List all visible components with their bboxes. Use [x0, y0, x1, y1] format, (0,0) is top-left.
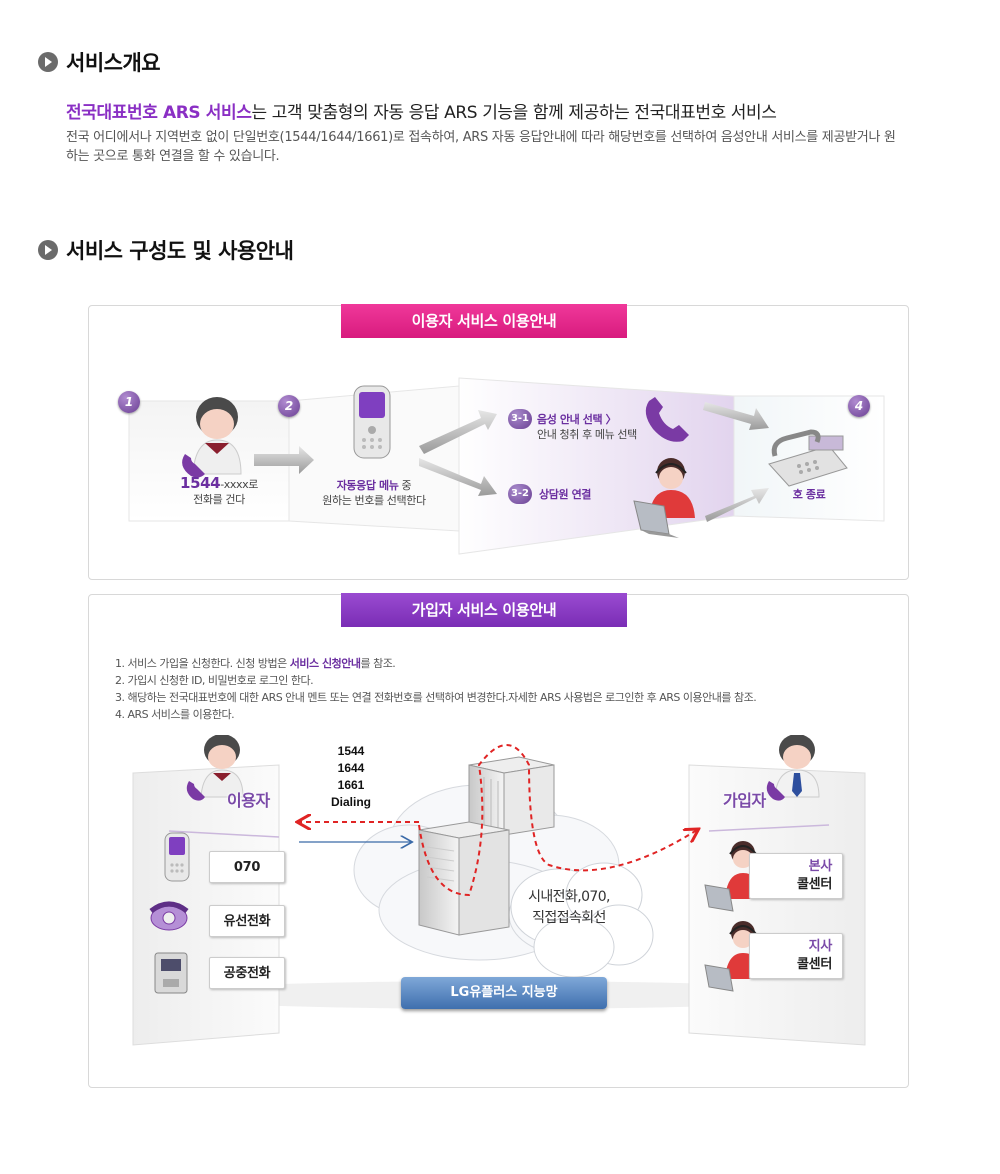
mobile-phone-icon: [353, 385, 391, 459]
subscriber-service-tab: 가입자 서비스 이용안내: [341, 593, 627, 627]
step32-title: 상담원 연결: [539, 488, 592, 501]
step-item-3: 3. 해당하는 전국대표번호에 대한 ARS 안내 멘트 또는 연결 전화번호를…: [115, 691, 757, 704]
lead-rest: 는 고객 맞춤형의 자동 응답 ARS 기능을 함께 제공하는 전국대표번호 서…: [251, 103, 777, 123]
step4-text: 호 종료: [792, 488, 826, 501]
chevron-right-icon: [38, 240, 58, 260]
network-bar: LG유플러스 지능망: [401, 977, 607, 1009]
payphone-icon: [154, 952, 188, 994]
service-apply-link[interactable]: 서비스 신청안내: [289, 657, 361, 670]
device-payphone-label: 공중전화: [209, 957, 285, 989]
device-landline-label: 유선전화: [209, 905, 285, 937]
subscriber-service-panel: 가입자 서비스 이용안내 1. 서비스 가입을 신청한다. 신청 방법은 서비스…: [88, 593, 909, 1088]
step1-pre: 1. 서비스 가입을 신청한다. 신청 방법은: [115, 657, 290, 670]
line-cloud: [510, 862, 654, 978]
user-label: 이용자: [227, 791, 270, 810]
step-badge-1: 1: [118, 391, 140, 413]
line-cloud-line1: 시내전화,070,: [528, 889, 610, 905]
call-agent-icon: [633, 458, 695, 538]
section-overview-heading: 서비스개요: [38, 47, 161, 77]
step1-post: 를 참조.: [360, 657, 396, 670]
subscriber-person-icon: [766, 735, 820, 801]
subscriber-network-diagram: [132, 735, 866, 1046]
user-service-tab: 이용자 서비스 이용안내: [341, 304, 627, 338]
chevron-right-icon: [38, 52, 58, 72]
user-flow-diagram: [128, 377, 885, 555]
step31-action: 안내 청취 후 메뉴 선택: [537, 428, 637, 441]
user-service-panel: 이용자 서비스 이용안내: [88, 304, 909, 580]
step-badge-4: 4: [848, 395, 870, 417]
dial-caption: Dialing: [330, 795, 371, 809]
dial-number-1544: 1544: [337, 744, 365, 758]
dial-number-1644: 1644: [337, 761, 365, 775]
overview-description: 전국 어디에서나 지역번호 없이 단일번호(1544/1644/1661)로 접…: [66, 130, 896, 164]
line-cloud-line2: 직접접속회선: [532, 910, 606, 926]
step-badge-3-1: 3-1: [508, 409, 532, 429]
subscriber-label: 가입자: [723, 791, 766, 810]
step1-suffix: -xxxx로: [220, 478, 258, 491]
handset-icon: [645, 397, 689, 442]
lead-text: 전국대표번호 ARS 서비스는 고객 맞춤형의 자동 응답 ARS 기능을 함께…: [66, 98, 777, 123]
section-diagram-heading: 서비스 구성도 및 사용안내: [38, 235, 294, 265]
step1-action: 전화를 건다: [193, 493, 245, 506]
step-item-2: 2. 가입시 신청한 ID, 비밀번호로 로그인 한다.: [115, 674, 314, 687]
step2-action: 원하는 번호를 선택한다: [322, 494, 426, 507]
arrow-2-32: [419, 458, 497, 496]
plane-step3: [458, 377, 735, 555]
step-badge-3-2: 3-2: [508, 484, 532, 504]
step2-bold: 자동응답 메뉴: [336, 479, 399, 492]
device-070-label: 070: [209, 851, 285, 883]
hq-label-line1: 본사: [808, 859, 833, 874]
lead-highlight: 전국대표번호 ARS 서비스: [66, 103, 252, 123]
step1-text: 1544-xxxx로 전화를 건다: [139, 476, 299, 507]
caller-person-icon: [182, 397, 242, 478]
step31-text: 음성 안내 선택 〉 안내 청취 후 메뉴 선택: [537, 412, 637, 442]
section-title: 서비스개요: [66, 51, 161, 75]
step1-number: 1544: [180, 474, 221, 492]
subscriber-steps-list: 1. 서비스 가입을 신청한다. 신청 방법은 서비스 신청안내를 참조. 2.…: [115, 655, 757, 723]
hq-callcenter-label: 본사 콜센터: [749, 853, 843, 899]
branch-label-line2: 콜센터: [797, 957, 832, 972]
dialing-numbers: 1544 1644 1661 Dialing: [321, 743, 381, 811]
mobile-phone-icon: [164, 832, 190, 882]
section-title: 서비스 구성도 및 사용안내: [66, 239, 294, 263]
line-cloud-text: 시내전화,070, 직접접속회선: [519, 887, 619, 929]
step31-title: 음성 안내 선택 〉: [537, 413, 617, 426]
step-item-4: 4. ARS 서비스를 이용한다.: [115, 708, 235, 721]
arrow-2-31: [419, 410, 497, 454]
step2-text: 자동응답 메뉴 중 원하는 번호를 선택한다: [294, 478, 454, 508]
arrow-31-4: [703, 402, 769, 430]
step2-suffix: 중: [398, 479, 412, 492]
arrow-1-2: [254, 446, 314, 474]
dial-number-1661: 1661: [337, 778, 365, 792]
user-person-icon: [186, 735, 244, 801]
hq-label-line2: 콜센터: [797, 877, 832, 892]
branch-label-line1: 지사: [808, 939, 833, 954]
server-top-icon: [468, 756, 555, 836]
call-route-loop: [418, 744, 697, 897]
landline-phone-icon: [149, 901, 189, 931]
step-badge-2: 2: [278, 395, 300, 417]
branch-callcenter-label: 지사 콜센터: [749, 933, 843, 979]
arrow-32-4: [705, 488, 769, 522]
desk-phone-icon: [768, 429, 848, 487]
server-bottom-icon: [418, 821, 510, 936]
step-item-1: 1. 서비스 가입을 신청한다. 신청 방법은 서비스 신청안내를 참조.: [115, 655, 756, 672]
